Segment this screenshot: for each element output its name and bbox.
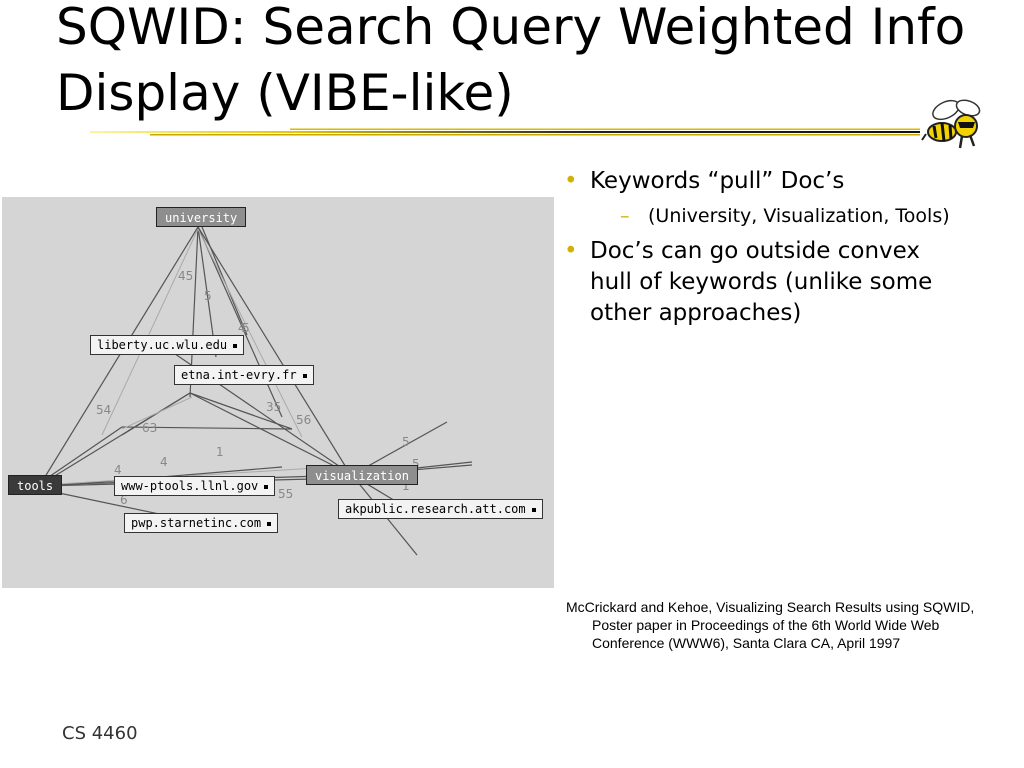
bullet-dot-icon: • bbox=[564, 238, 578, 264]
doc-label: liberty.uc.wlu.edu bbox=[97, 338, 228, 352]
point-label: 35 bbox=[266, 400, 282, 414]
point-label: 63 bbox=[142, 421, 158, 435]
edge bbox=[189, 392, 353, 476]
bullet-text: Doc’s can go outside convex hull of keyw… bbox=[590, 238, 933, 326]
point-label: 55 bbox=[278, 487, 294, 501]
edge bbox=[101, 228, 199, 436]
sqwid-visualization: 45 5 5 54 63 4 35 56 5 5 4 55 1 6 1 4 un… bbox=[2, 197, 554, 588]
point-label: 5 bbox=[242, 321, 250, 335]
title-rule bbox=[90, 128, 920, 136]
point-label: 4 bbox=[238, 321, 246, 335]
node-handle-icon bbox=[233, 343, 238, 348]
slide-title: SQWID: Search Query Weighted Info Displa… bbox=[56, 0, 966, 122]
node-handle-icon bbox=[531, 507, 536, 512]
node-handle-icon bbox=[302, 373, 307, 378]
edge bbox=[121, 426, 293, 430]
point-label: 6 bbox=[120, 493, 128, 507]
doc-node: liberty.uc.wlu.edu bbox=[90, 335, 245, 355]
doc-label: pwp.starnetinc.com bbox=[131, 516, 262, 530]
point-label: 5 bbox=[204, 289, 212, 303]
point-label: 4 bbox=[160, 455, 168, 469]
edge bbox=[121, 396, 193, 430]
bullet-item: • Doc’s can go outside convex hull of key… bbox=[564, 236, 964, 329]
point-label: 5 bbox=[402, 435, 410, 449]
sub-bullet-text: (University, Visualization, Tools) bbox=[648, 205, 950, 227]
keyword-visualization: visualization bbox=[306, 465, 418, 485]
slide-footer: CS 4460 bbox=[62, 723, 138, 744]
yellow-jacket-mascot-icon bbox=[921, 99, 981, 149]
keyword-tools: tools bbox=[8, 475, 63, 495]
bullet-dot-icon: • bbox=[564, 168, 578, 194]
point-label: 54 bbox=[96, 403, 112, 417]
citation: McCrickard and Kehoe, Visualizing Search… bbox=[566, 599, 975, 651]
bullet-item: • Keywords “pull” Doc’s bbox=[564, 166, 964, 197]
doc-node: www-ptools.llnl.gov bbox=[114, 476, 276, 496]
edge bbox=[39, 226, 199, 486]
doc-node: pwp.starnetinc.com bbox=[124, 513, 279, 533]
node-handle-icon bbox=[267, 521, 272, 526]
edge bbox=[197, 226, 353, 478]
point-label: 1 bbox=[216, 445, 224, 459]
dash-icon: – bbox=[620, 205, 630, 227]
doc-label: etna.int-evry.fr bbox=[181, 368, 297, 382]
edge bbox=[197, 226, 283, 418]
doc-label: akpublic.research.att.com bbox=[345, 502, 526, 516]
point-label: 5 bbox=[412, 457, 420, 471]
doc-label: www-ptools.llnl.gov bbox=[121, 479, 259, 493]
point-label: 4 bbox=[114, 463, 122, 477]
node-handle-icon bbox=[264, 484, 269, 489]
edge bbox=[39, 426, 123, 484]
doc-node: akpublic.research.att.com bbox=[338, 499, 543, 519]
doc-node: etna.int-evry.fr bbox=[174, 365, 314, 385]
bullet-text: Keywords “pull” Doc’s bbox=[590, 168, 845, 194]
point-label: 56 bbox=[296, 413, 312, 427]
edge bbox=[197, 228, 303, 438]
point-label: 45 bbox=[178, 269, 194, 283]
edge bbox=[189, 392, 293, 430]
point-label: 1 bbox=[402, 479, 410, 493]
bullet-list: • Keywords “pull” Doc’s –(University, Vis… bbox=[564, 166, 964, 335]
keyword-university: university bbox=[156, 207, 247, 227]
sub-bullet-item: –(University, Visualization, Tools) bbox=[564, 203, 964, 230]
